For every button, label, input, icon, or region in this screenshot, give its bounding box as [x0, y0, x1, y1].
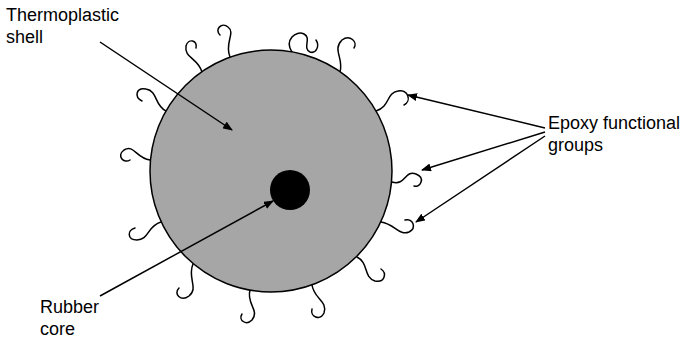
- thermoplastic-shell: [150, 50, 392, 292]
- rubber-core: [270, 170, 310, 210]
- part-label: Thermoplastic shell: [6, 4, 146, 48]
- part-label: Rubber core: [40, 296, 112, 340]
- leader-lines: [100, 42, 545, 296]
- leader-line: [100, 201, 273, 296]
- part-label: Epoxy functional groups: [548, 112, 685, 156]
- leader-line: [408, 95, 545, 128]
- leader-line: [100, 42, 232, 130]
- leader-line: [416, 136, 545, 222]
- leader-line: [422, 132, 545, 170]
- epoxy-chains: [121, 25, 422, 322]
